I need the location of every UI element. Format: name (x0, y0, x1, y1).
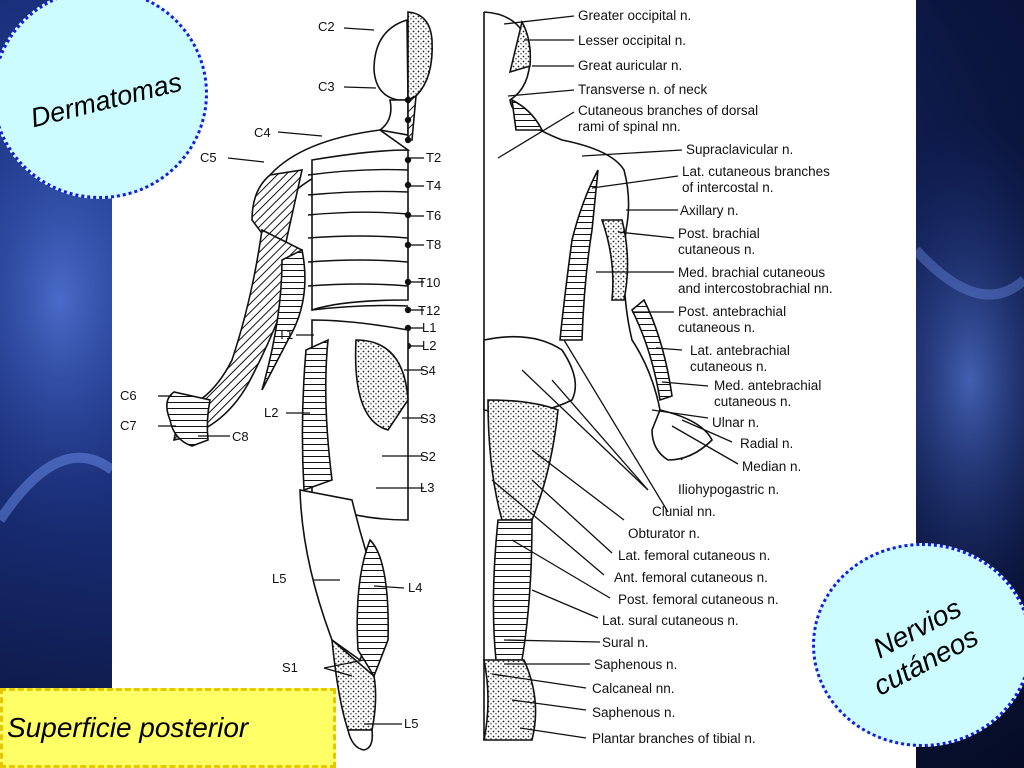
nerve-label: Clunial nn. (652, 504, 716, 519)
label-l2: L2 (422, 338, 437, 353)
nerve-label: Great auricular n. (578, 58, 683, 73)
nerve-label: Post. brachial (678, 226, 760, 241)
label-c5: C5 (200, 150, 217, 165)
nerve-label: Saphenous n. (594, 657, 678, 672)
label-s3: S3 (420, 411, 436, 426)
nerve-label: Radial n. (740, 436, 794, 451)
label-t12: T12 (418, 303, 441, 318)
nerve-label: rami of spinal nn. (578, 119, 681, 134)
nerve-label: Transverse n. of neck (578, 82, 708, 97)
nerve-label: Obturator n. (628, 526, 701, 541)
nerve-label: cutaneous n. (678, 320, 756, 335)
footer-tag: Superficie posterior (0, 688, 336, 768)
nerve-label: Cutaneous branches of dorsal (578, 103, 759, 118)
diagram-panel: C2 C3 C4 C5 T2 T4 T6 T8 T10 T12 L1 L2 S4… (112, 0, 916, 768)
label-t4: T4 (426, 178, 442, 193)
label-l3: L3 (420, 480, 435, 495)
nerve-label: Med. antebrachial (714, 378, 822, 393)
label-c2: C2 (318, 19, 335, 34)
label-l5-foot: L5 (404, 716, 419, 731)
label-t2: T2 (426, 150, 442, 165)
footer-title: Superficie posterior (7, 712, 249, 743)
nerve-label: Plantar branches of tibial n. (592, 731, 756, 746)
nerve-label: cutaneous n. (678, 242, 756, 257)
label-c6: C6 (120, 388, 137, 403)
nerve-label: Axillary n. (680, 203, 739, 218)
nerve-label: cutaneous n. (714, 394, 792, 409)
anatomy-figure (158, 11, 739, 751)
nerve-label: Lat. sural cutaneous n. (602, 613, 739, 628)
label-t10: T10 (418, 275, 441, 290)
dermatome-figure (166, 11, 433, 751)
nerve-label: Lat. antebrachial (690, 343, 790, 358)
nerve-label: Post. antebrachial (678, 304, 787, 319)
nerve-label: Lat. cutaneous branches (682, 164, 830, 179)
label-c4: C4 (254, 125, 271, 140)
nervios-bubble: Nervios cutáneos (812, 543, 1024, 747)
label-s1: S1 (282, 660, 298, 675)
nerve-label: Iliohypogastric n. (678, 482, 780, 497)
nerve-label: Med. brachial cutaneous (678, 265, 826, 280)
nerve-label: Lat. femoral cutaneous n. (618, 548, 771, 563)
label-c3: C3 (318, 79, 335, 94)
label-l1: L1 (422, 320, 437, 335)
nerve-label: Median n. (742, 459, 802, 474)
nerve-label: Sural n. (602, 635, 649, 650)
nerve-label: Post. femoral cutaneous n. (618, 592, 779, 607)
dermatomas-bubble: Dermatomas (0, 0, 208, 199)
label-s4: S4 (420, 363, 436, 378)
label-t8: T8 (426, 237, 442, 252)
nerve-figure (483, 11, 713, 741)
label-c8: C8 (232, 429, 249, 444)
label-s2: S2 (420, 449, 436, 464)
nerve-label: cutaneous n. (690, 359, 768, 374)
label-l4: L4 (408, 580, 423, 595)
nerve-label: and intercostobrachial nn. (678, 281, 833, 296)
nerve-label: Saphenous n. (592, 705, 676, 720)
label-l5: L5 (272, 571, 287, 586)
label-c7: C7 (120, 418, 137, 433)
nerve-label: Greater occipital n. (578, 8, 692, 23)
label-l2-leg: L2 (264, 405, 279, 420)
nerve-label: of intercostal n. (682, 180, 774, 195)
label-t1: T1 (278, 327, 294, 342)
nerve-label: Ant. femoral cutaneous n. (614, 570, 768, 585)
nerve-label: Calcaneal nn. (592, 681, 675, 696)
nerve-label: Supraclavicular n. (686, 142, 794, 157)
dermatomas-title: Dermatomas (27, 66, 185, 134)
nerve-label: Lesser occipital n. (578, 33, 687, 48)
nerve-label: Ulnar n. (712, 415, 760, 430)
nervios-title: Nervios cutáneos (859, 592, 986, 701)
label-t6: T6 (426, 208, 442, 223)
